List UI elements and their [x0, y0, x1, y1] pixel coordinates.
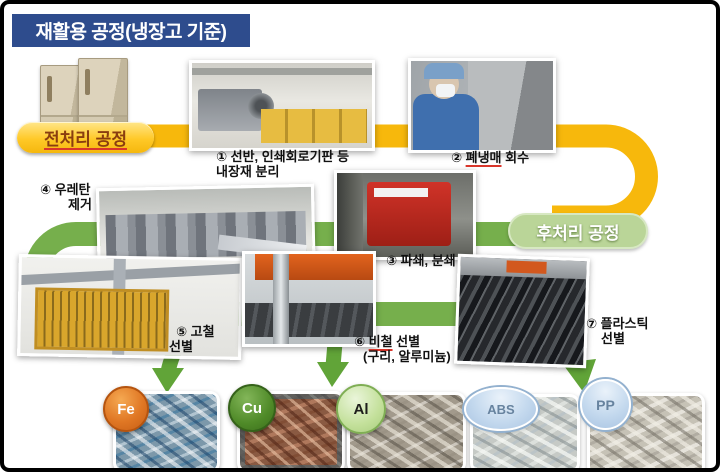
step-6-prefix: ⑥	[354, 334, 369, 349]
fe-material-badge: Fe	[103, 386, 149, 432]
support-pole-graphic	[273, 254, 289, 344]
step-3-line1: ③ 파쇄, 분쇄	[386, 253, 456, 268]
step-2-prefix: ②	[451, 150, 466, 165]
step-4-line1: ④ 우레탄	[40, 182, 91, 197]
frame-beam-graphic	[17, 262, 243, 286]
abs-material-label: ABS	[487, 401, 515, 417]
step-5-line2: 선별	[169, 339, 193, 354]
photo-refrigerant-recovery	[408, 58, 556, 153]
posttreatment-stage-label: 후처리 공정	[536, 223, 620, 243]
yellow-cabinets-graphic	[261, 109, 367, 143]
posttreatment-stage-badge: 후처리 공정	[508, 213, 648, 249]
fridge-handle	[47, 76, 52, 102]
machine-label-graphic	[374, 188, 428, 197]
pretreatment-stage-badge: 전처리 공정	[17, 122, 154, 153]
photo-plastic-conveyor	[454, 253, 590, 369]
step-2-underlined: 폐냉매	[465, 150, 502, 165]
step-1-line1: ① 선반, 인쇄회로기판 등	[216, 149, 350, 164]
abs-material-badge: ABS	[464, 387, 538, 431]
step-2-suffix: 회수	[501, 150, 530, 165]
step-4-line2: 제거	[68, 197, 92, 212]
conveyor-belt-graphic	[245, 303, 373, 337]
step-4-label: ④ 우레탄 제거	[40, 182, 92, 212]
orange-unit-graphic	[506, 260, 547, 274]
step-6-line1: ⑥ 비철 선별	[354, 334, 451, 349]
page-title: 재활용 공정(냉장고 기준)	[12, 14, 250, 47]
cu-material-label: Cu	[242, 399, 262, 417]
step-6-line2: (구리, 알루미늄)	[363, 349, 451, 364]
step-5-label: ⑤ 고철 선별	[169, 324, 215, 354]
gold-cage-graphic	[34, 287, 170, 352]
step-1-label: ① 선반, 인쇄회로기판 등 내장재 분리	[216, 149, 349, 179]
photo-disassembly-line	[189, 60, 375, 151]
step-7-line1: ⑦ 플라스틱	[586, 316, 649, 331]
pp-material-badge: PP	[580, 379, 631, 430]
step-6-underlined: 비철	[368, 334, 393, 349]
step-2-label: ② 폐냉매 회수	[451, 150, 529, 165]
step-6-label: ⑥ 비철 선별 (구리, 알루미늄)	[354, 334, 451, 364]
hopper-graphic	[337, 173, 363, 257]
step-6-suffix: 선별	[392, 334, 421, 349]
pretreatment-stage-label: 전처리 공정	[44, 130, 127, 149]
page-title-text: 재활용 공정(냉장고 기준)	[35, 22, 227, 43]
fridge-handle	[85, 69, 90, 95]
fridge-panel-graphic	[467, 61, 553, 150]
cu-material-badge: Cu	[228, 384, 276, 432]
nonferrous-sorting-arrowhead	[317, 362, 349, 387]
fe-material-label: Fe	[117, 400, 135, 418]
photo-shredder	[334, 170, 476, 260]
al-material-label: Al	[353, 400, 369, 418]
worker-mask-graphic	[436, 84, 455, 97]
step-1-line2: 내장재 분리	[216, 164, 280, 179]
worker-cap-graphic	[424, 63, 464, 79]
step-7-label: ⑦ 플라스틱 선별	[586, 316, 648, 346]
ceiling-beam-graphic	[192, 68, 372, 75]
worker-body-graphic	[413, 94, 479, 150]
photo-nonferrous-separator	[242, 251, 376, 347]
al-material-badge: Al	[336, 384, 386, 434]
step-5-line1: ⑤ 고철	[176, 324, 215, 339]
step-3-label: ③ 파쇄, 분쇄	[386, 253, 456, 268]
pp-material-label: PP	[596, 396, 615, 413]
step-7-line2: 선별	[601, 331, 625, 346]
scrap-sorting-arrowhead	[152, 368, 184, 393]
